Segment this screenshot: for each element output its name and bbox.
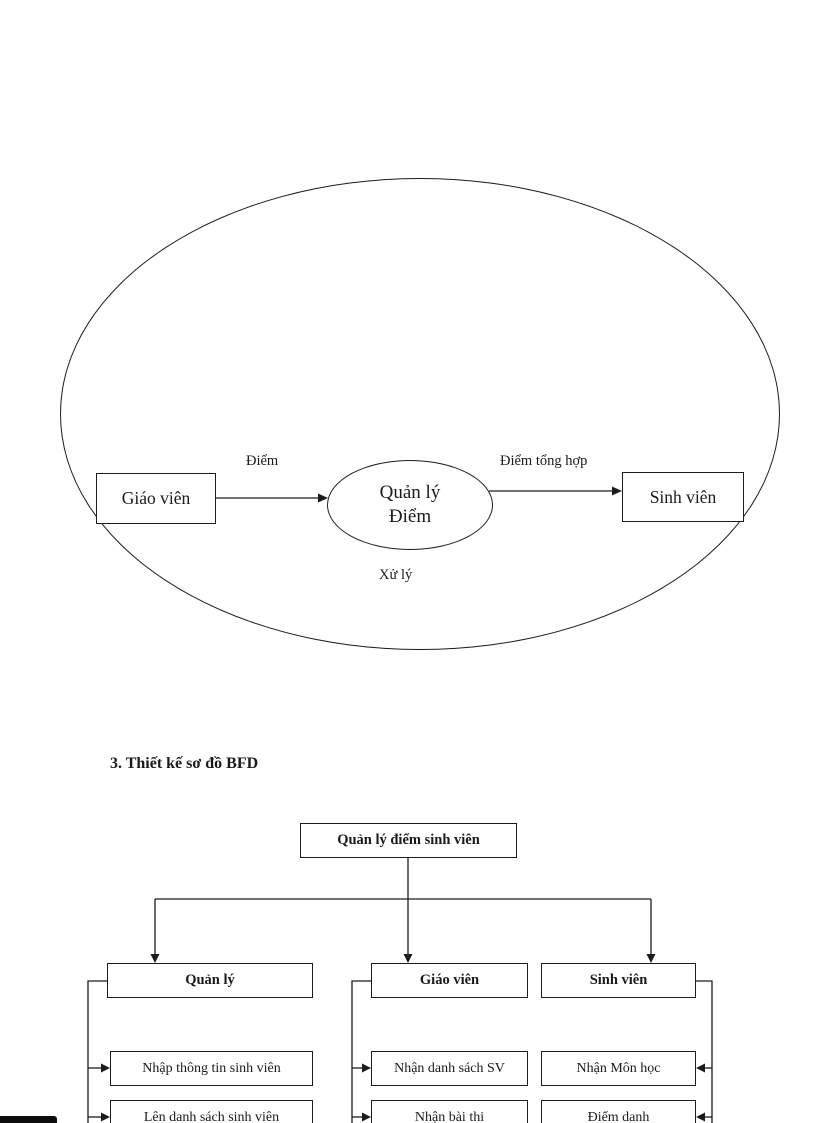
system-boundary-ellipse xyxy=(60,178,780,650)
entity-student-box: Sinh viên xyxy=(622,472,744,522)
bfd-parent-box-giao-vien: Giáo viên xyxy=(371,963,528,998)
process-sub-label: Xử lý xyxy=(379,567,413,583)
bfd-child-box: Nhận Môn học xyxy=(541,1051,696,1086)
process-label: Quản lý Điểm xyxy=(379,482,441,527)
bfd-child-label: Nhận danh sách SV xyxy=(394,1060,505,1076)
process-ellipse: Quản lý Điểm xyxy=(327,460,493,550)
bfd-parent-label: Quản lý xyxy=(185,972,235,988)
bfd-child-label: Nhận Môn học xyxy=(576,1060,661,1076)
entity-teacher-box: Giáo viên xyxy=(96,473,216,524)
entity-student-label: Sinh viên xyxy=(649,486,717,507)
flow-label-diem-tong-hop: Điểm tổng hợp xyxy=(500,453,588,469)
bfd-child-label: Nhập thông tin sinh viên xyxy=(142,1060,281,1076)
bfd-child-label: Nhận bài thi xyxy=(414,1109,485,1123)
bfd-parent-box-quan-ly: Quản lý xyxy=(107,963,313,998)
flow-label-diem: Điểm xyxy=(246,453,279,469)
bfd-child-box: Nhận bài thi xyxy=(371,1100,528,1123)
bfd-child-box: Nhập thông tin sinh viên xyxy=(110,1051,313,1086)
bfd-child-box: Lên danh sách sinh viên xyxy=(110,1100,313,1123)
scan-artifact xyxy=(0,1116,57,1123)
entity-teacher-label: Giáo viên xyxy=(121,488,191,508)
bfd-root-box: Quản lý điểm sinh viên xyxy=(300,823,517,858)
bfd-parent-box-sinh-vien: Sinh viên xyxy=(541,963,696,998)
bfd-child-label: Lên danh sách sinh viên xyxy=(143,1109,280,1123)
bfd-child-label: Điểm danh xyxy=(587,1109,650,1123)
bfd-child-box: Điểm danh xyxy=(541,1100,696,1123)
bfd-parent-label: Giáo viên xyxy=(419,972,480,988)
bfd-parent-label: Sinh viên xyxy=(589,972,648,988)
bfd-root-label: Quản lý điểm sinh viên xyxy=(337,832,480,848)
section-heading: 3. Thiết kế sơ đồ BFD xyxy=(110,755,259,772)
bfd-child-box: Nhận danh sách SV xyxy=(371,1051,528,1086)
